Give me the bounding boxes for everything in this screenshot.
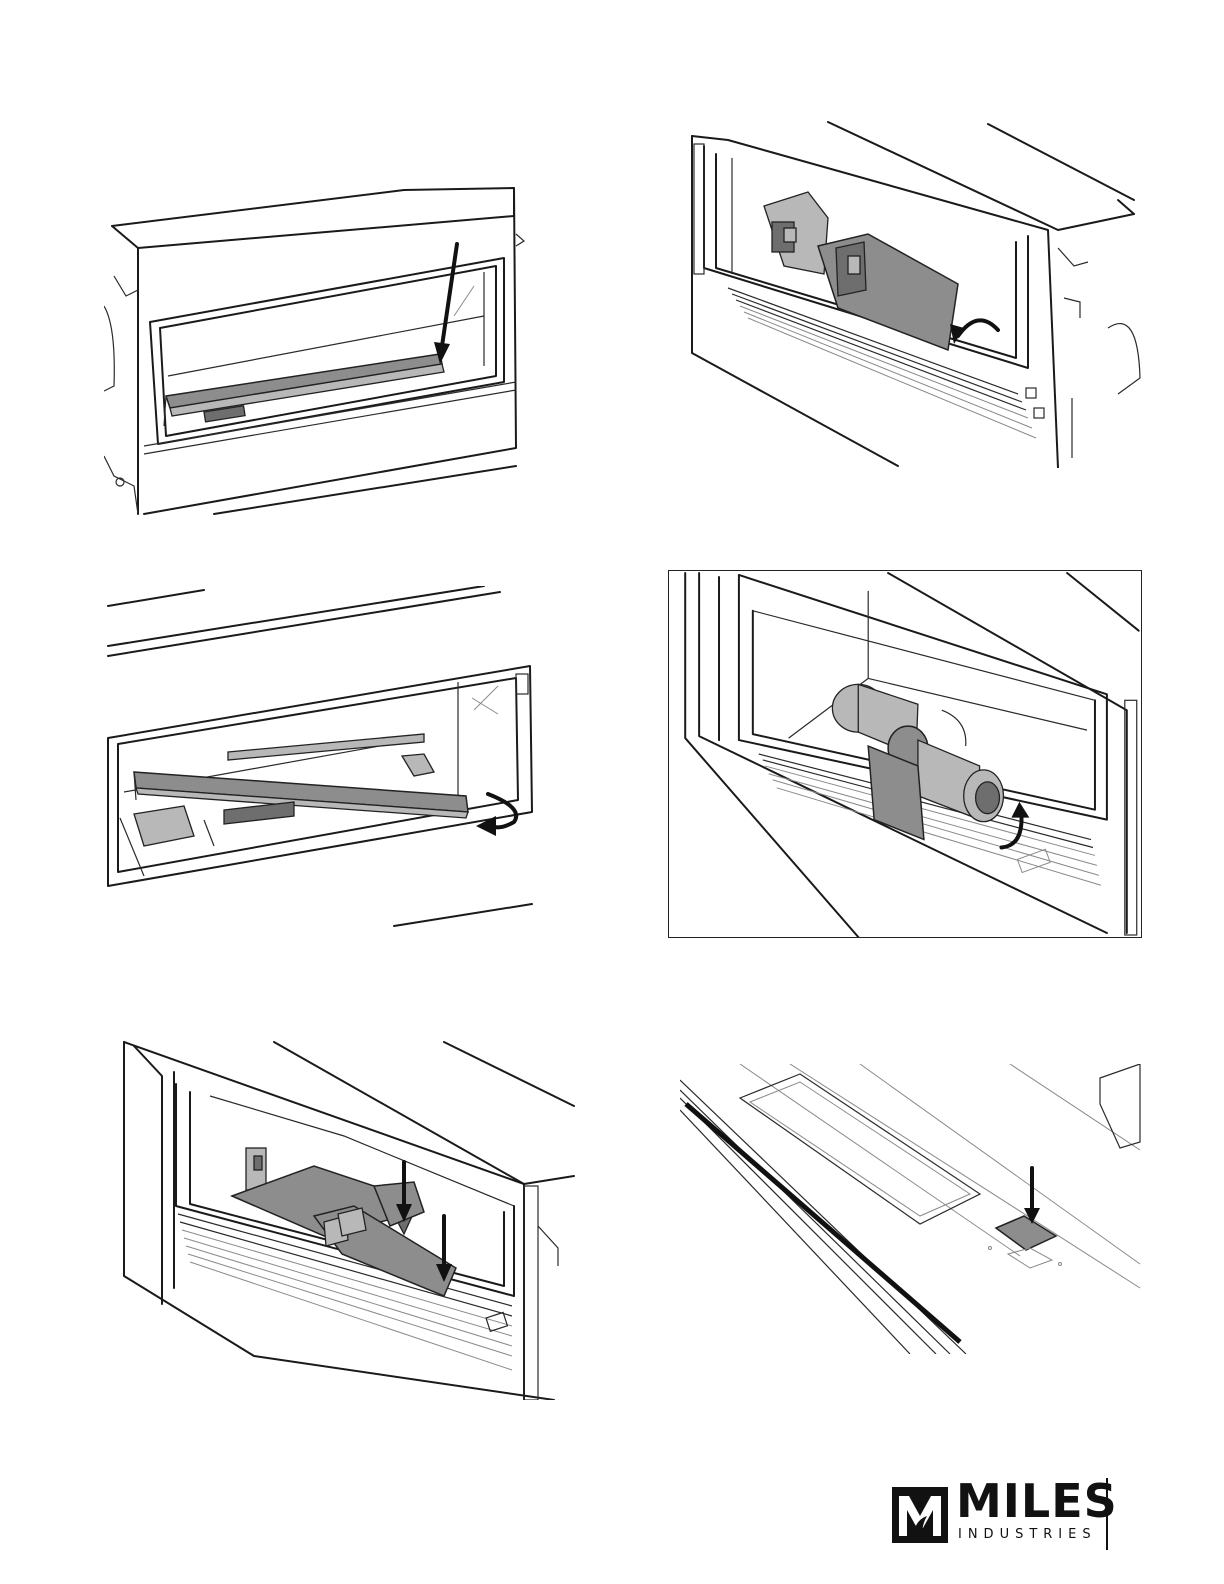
logo-subtitle: INDUSTRIES	[958, 1528, 1097, 1542]
miles-logo-mark-icon	[891, 1486, 949, 1544]
fireplace-blower-icon	[669, 571, 1141, 937]
fireplace-tray-rotate-icon	[104, 586, 536, 930]
logo-name: MILES	[956, 1478, 1118, 1524]
figure-4-fireplace-blower	[668, 570, 1142, 938]
logo-divider	[1106, 1478, 1108, 1550]
figure-1-fireplace-burner-tray	[104, 186, 534, 518]
figure-2-fireplace-panel-open	[688, 118, 1144, 468]
fireplace-front-arrow-icon	[104, 186, 534, 518]
figure-5-fireplace-brackets	[114, 1036, 576, 1400]
fireplace-brackets-icon	[114, 1036, 576, 1400]
fireplace-top-cover-icon	[680, 1064, 1142, 1354]
fireplace-panel-open-icon	[688, 118, 1144, 468]
figure-6-fireplace-top-cover	[680, 1064, 1142, 1354]
figure-3-fireplace-tray-rotate	[104, 586, 536, 930]
miles-industries-logo: MILES INDUSTRIES	[888, 1478, 1124, 1550]
